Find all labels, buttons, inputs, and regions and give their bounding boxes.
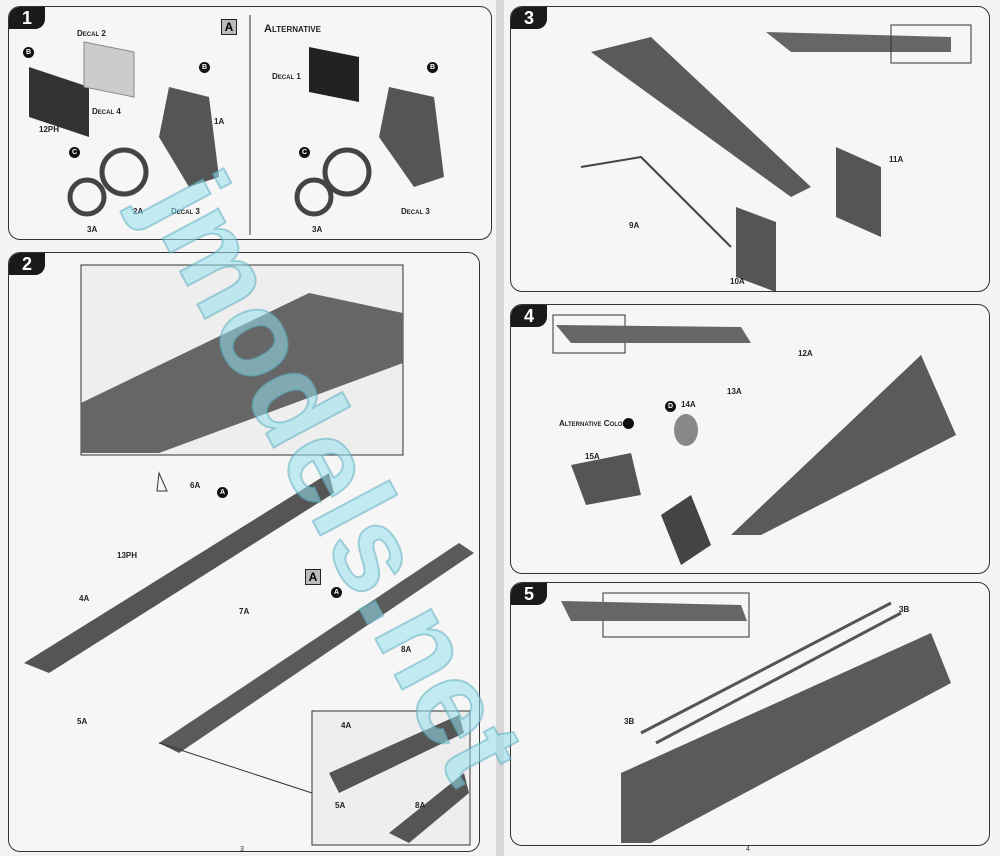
step-number: 5 [511,583,547,605]
marker-b: B [23,47,34,58]
label-decal-1: Decal 1 [272,72,301,81]
step-number: 4 [511,305,547,327]
label-decal-2: Decal 2 [77,29,106,38]
label-part-3-top: 3B [899,605,910,614]
label-alt-decal-3: Decal 3 [401,207,430,216]
label-part-6: 6A [190,481,201,490]
marker-a: A [217,487,228,498]
alternative-heading: Alternative [264,23,321,35]
label-part-13: 13PH [117,551,138,560]
step-number: 1 [9,7,45,29]
label-inset-part-4: 4A [341,721,352,730]
label-part-12: 12A [798,349,813,358]
step-2-illustration [24,264,474,846]
label-decal-4: Decal 4 [92,107,121,116]
step-5-panel: 5 3B 3B [510,582,990,846]
label-inset-part-5: 5A [335,801,346,810]
step-4-panel: 4 12A 13A 14A 15A Alternative Color D [510,304,990,574]
label-part-4: 4A [79,594,90,603]
step-4-illustration [552,314,956,565]
label-part-12: 12PH [39,125,60,134]
marker-b: B [427,62,438,73]
marker-b: B [199,62,210,73]
label-part-3: 3A [87,225,98,234]
alternative-color-swatch [623,418,634,429]
marker-a: A [331,587,342,598]
label-part-8: 8A [401,645,412,654]
label-decal-3: Decal 3 [171,207,200,216]
step-1-panel: 1 A Alternative Decal 2 Decal 4 12PH 1A … [8,6,492,240]
label-alternative-color: Alternative Color [559,419,627,428]
label-alt-part-3: 3A [312,225,323,234]
label-part-15: 15A [585,452,600,461]
label-part-10: 10A [730,277,745,286]
label-part-14: 14A [681,400,696,409]
page-number-right: 4 [746,846,750,853]
assembly-a-box: A [305,569,321,585]
step-3-panel: 3 11A 9A 10A [510,6,990,292]
label-part-11: 11A [889,155,904,164]
step-5-illustration [561,592,951,843]
label-part-2: 2A [133,207,144,216]
label-part-9: 9A [629,221,640,230]
step-1-illustration [29,15,444,235]
marker-c: C [299,147,310,158]
step-2-panel: 2 6A 13PH 4A 7A 8A 5A 4A 5A 8A A A A [8,252,480,852]
label-part-5: 5A [77,717,88,726]
step-number: 3 [511,7,547,29]
label-part-1: 1A [214,117,225,126]
marker-c: C [69,147,80,158]
page-number-left: 3 [240,846,244,853]
step-3-illustration [580,24,972,291]
label-inset-part-8: 8A [415,801,426,810]
assembly-a-box: A [221,19,237,35]
marker-d: D [665,401,676,412]
step-number: 2 [9,253,45,275]
label-part-3-left: 3B [624,717,635,726]
label-part-13: 13A [727,387,742,396]
label-part-7: 7A [239,607,250,616]
